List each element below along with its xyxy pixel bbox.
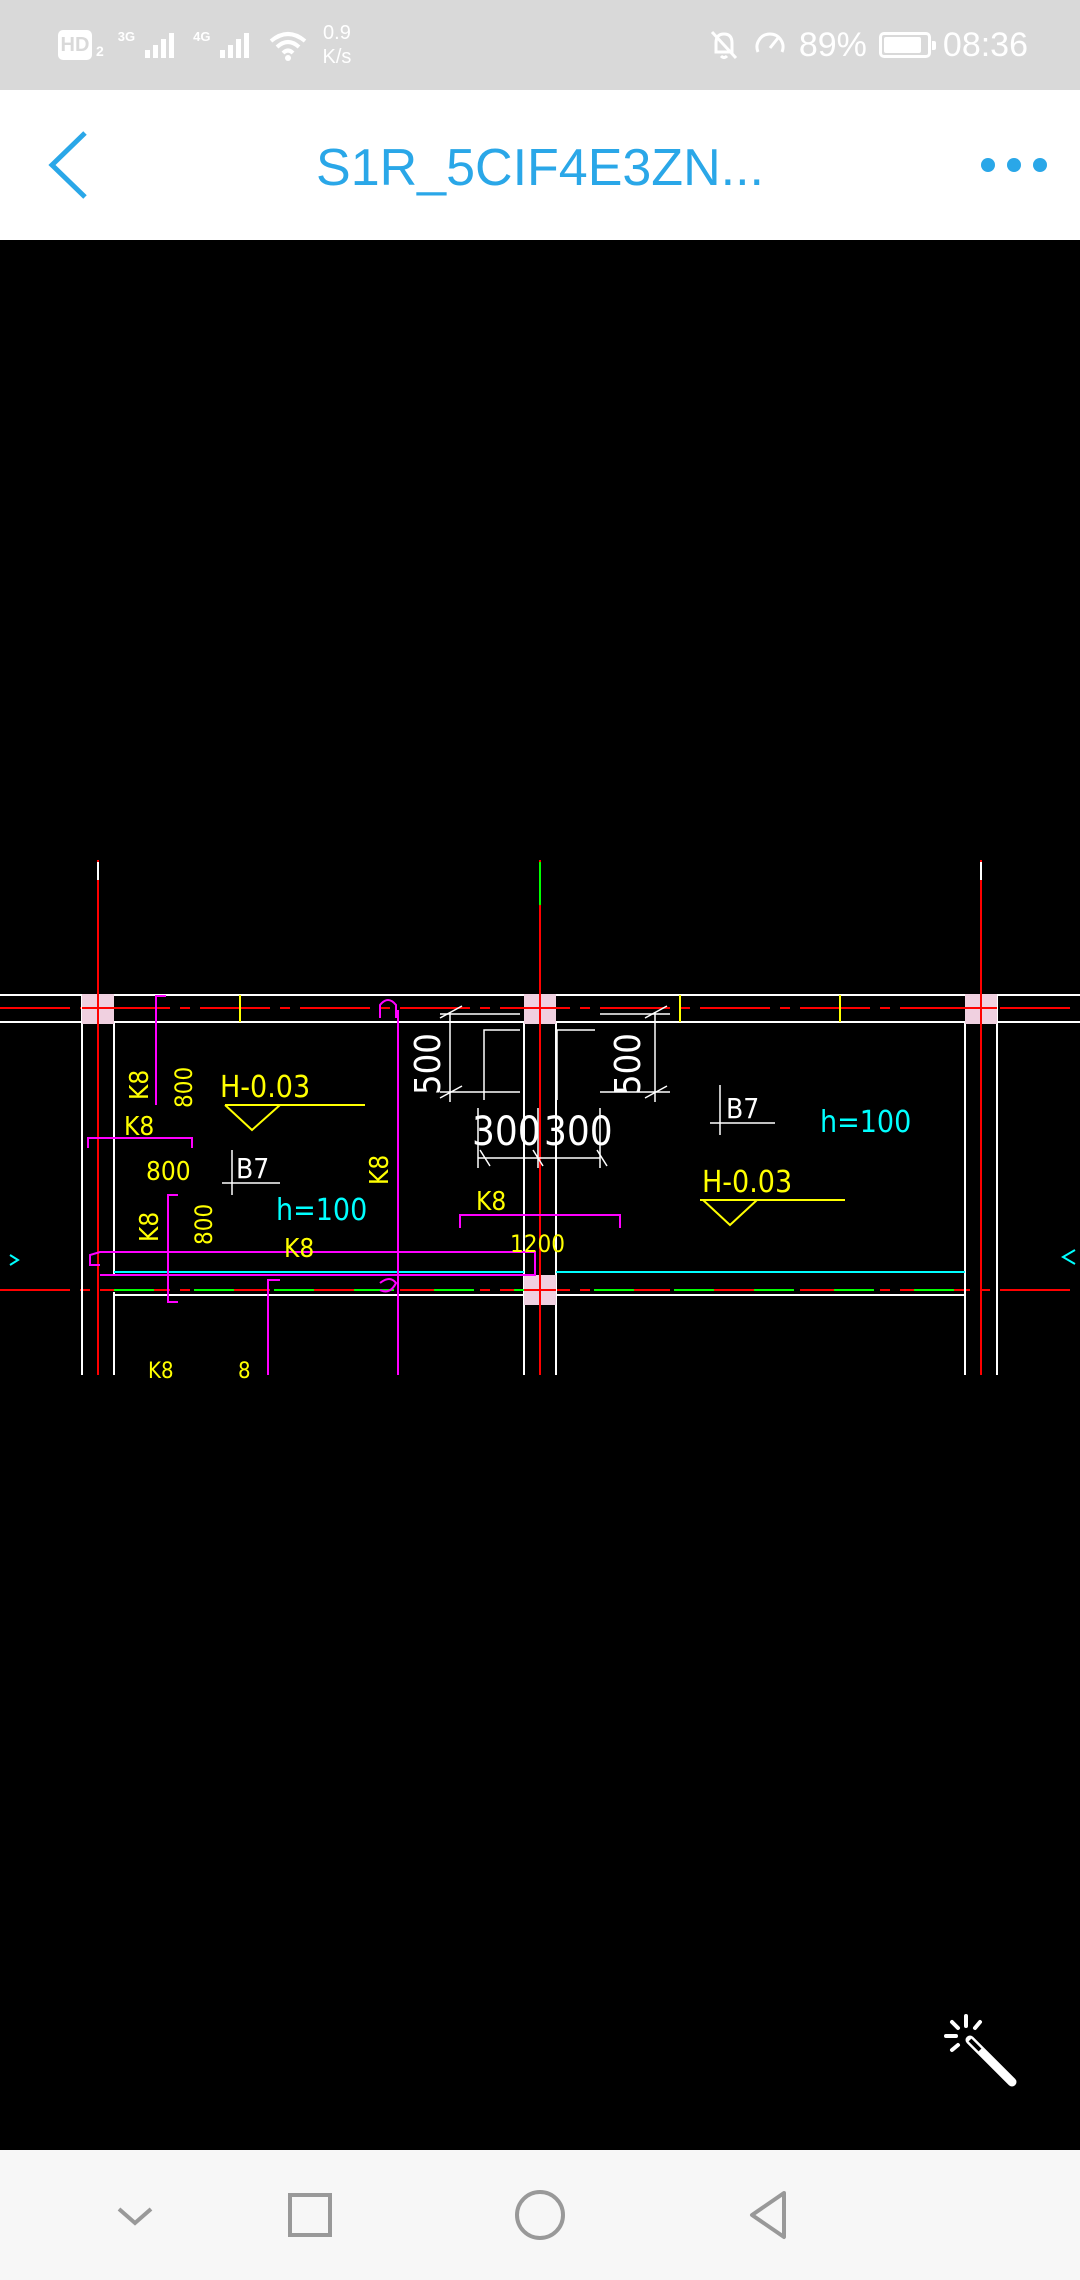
columns	[82, 994, 997, 1305]
signal-3g-icon	[145, 33, 175, 58]
network-3g-label: 3G	[117, 28, 136, 44]
wifi-icon	[270, 32, 307, 61]
magic-wand-icon[interactable]	[940, 2010, 1020, 2090]
label-1200: 1200	[510, 1230, 565, 1258]
elevation-markers	[224, 1104, 845, 1227]
status-bar: HD 2 3G 4G 0.9 K/s	[0, 0, 1080, 90]
file-title: S1R_5CIF4E3ZN...	[316, 139, 764, 197]
axis-tops	[97, 862, 982, 880]
speedometer-icon	[755, 32, 785, 53]
label-800-b: 800	[146, 1157, 191, 1187]
network-speed: 0.9 K/s	[322, 21, 351, 69]
recent-apps-square-icon[interactable]	[280, 2185, 340, 2245]
label-num-cut: 8	[238, 1359, 251, 1384]
label-b7-left: B7	[236, 1152, 269, 1185]
dimension-lines	[222, 1005, 775, 1195]
label-k8-cut: K8	[148, 1359, 174, 1384]
label-300-right: 300	[544, 1109, 613, 1155]
hd-sub-label: 2	[96, 43, 104, 59]
label-b7-right: B7	[726, 1092, 759, 1125]
hd-icon: HD	[58, 30, 92, 60]
system-nav-bar	[0, 2150, 1080, 2280]
bell-off-icon	[710, 30, 737, 60]
back-triangle-icon[interactable]	[738, 2185, 798, 2245]
label-500-left: 500	[408, 1033, 449, 1095]
label-k8-d: K8	[284, 1234, 314, 1264]
slab-boundary	[9, 1249, 1076, 1273]
label-k8-b: K8	[124, 1112, 154, 1142]
label-800-a: 800	[170, 1067, 198, 1108]
label-h100-left: h=100	[276, 1193, 367, 1228]
signal-4g-icon	[220, 33, 250, 58]
rebar-lines	[87, 995, 621, 1375]
chevron-down-icon[interactable]	[105, 2185, 165, 2245]
speed-unit: K/s	[322, 46, 352, 68]
clock: 08:36	[942, 25, 1028, 64]
status-right: 89% 08:36	[707, 22, 1028, 68]
network-4g-label: 4G	[193, 28, 211, 44]
label-k8-e: K8	[476, 1187, 506, 1217]
drawing-viewer[interactable]: K8 800 H-0.03 K8 800 B7 K8 800 h=100 K8 …	[0, 240, 1080, 2150]
label-300-left: 300	[472, 1109, 541, 1155]
label-500-right: 500	[608, 1033, 649, 1095]
battery-percent: 89%	[798, 25, 867, 64]
label-h100-right: h=100	[820, 1105, 911, 1140]
cad-drawing[interactable]: K8 800 H-0.03 K8 800 B7 K8 800 h=100 K8 …	[0, 240, 1080, 2150]
walls	[0, 994, 1080, 1375]
battery-fill	[883, 37, 921, 53]
app-header: S1R_5CIF4E3ZN...	[0, 90, 1080, 240]
label-h003-left: H-0.03	[220, 1070, 310, 1105]
label-k8-vertical: K8	[365, 1155, 395, 1185]
label-k8-a: K8	[125, 1070, 155, 1100]
battery-icon	[878, 32, 936, 58]
speed-value: 0.9	[323, 22, 351, 44]
cad-labels: K8 800 H-0.03 K8 800 B7 K8 800 h=100 K8 …	[124, 1033, 911, 1384]
home-circle-icon[interactable]	[510, 2185, 570, 2245]
label-h003-right: H-0.03	[702, 1165, 792, 1200]
back-chevron-icon[interactable]	[40, 125, 110, 205]
label-k8-c: K8	[135, 1212, 165, 1242]
label-800-c: 800	[190, 1204, 218, 1245]
more-options-icon[interactable]	[974, 145, 1054, 185]
wall-ticks	[239, 995, 841, 1022]
status-left: HD 2 3G 4G 0.9 K/s	[58, 22, 351, 68]
